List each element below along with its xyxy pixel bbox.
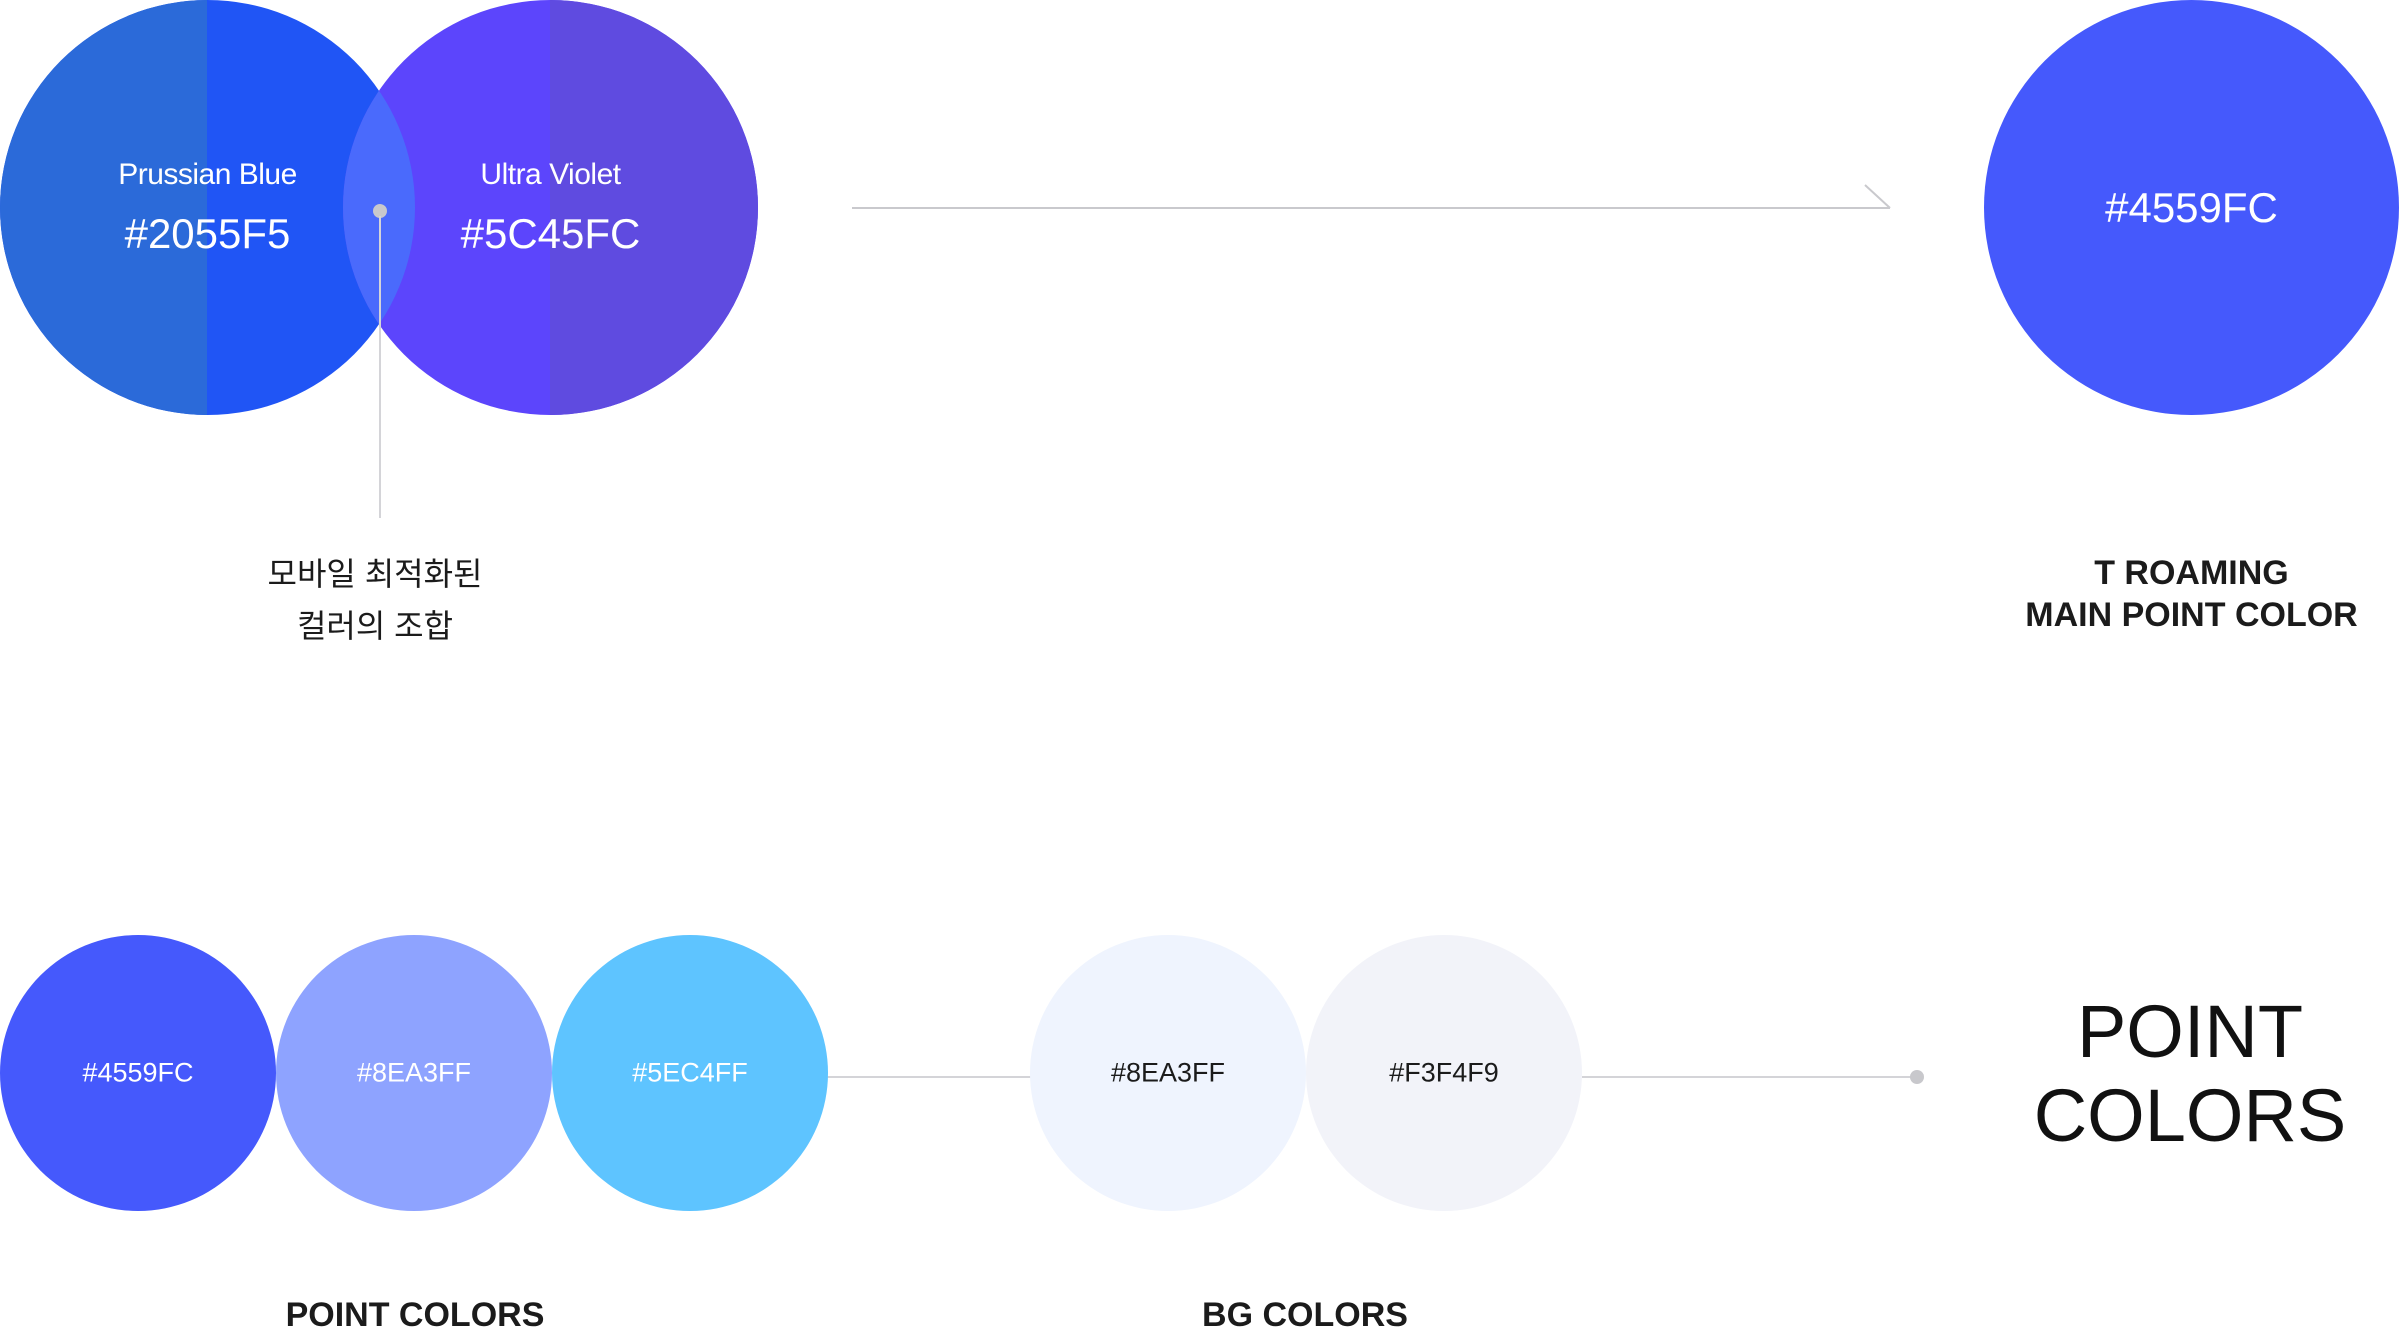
main-point-color-swatch: #4559FC (1984, 0, 2399, 415)
ultra-violet-name: Ultra Violet (480, 158, 621, 191)
bg-colors-caption: BG COLORS (1202, 1296, 1408, 1334)
bg-color-swatch: #F3F4F9 (1306, 935, 1582, 1211)
overlap-marker-dot (373, 204, 387, 218)
main-point-color-hex: #4559FC (2105, 183, 2278, 231)
venn-caption-line1: 모바일 최적화된 (267, 556, 483, 592)
point-color-hex: #8EA3FF (356, 1057, 472, 1088)
bg-color-swatch: #8EA3FF (1030, 935, 1306, 1211)
point-color-swatch: #4559FC (0, 935, 276, 1211)
main-point-caption-line2: MAIN POINT COLOR (2025, 596, 2358, 634)
prussian-blue-hex: #2055F5 (124, 210, 291, 257)
point-color-swatch: #8EA3FF (276, 935, 552, 1211)
main-point-caption: T ROAMING MAIN POINT COLOR (1984, 552, 2399, 636)
overlap-pointer-line (379, 216, 381, 518)
connector-line-1 (826, 1076, 1032, 1078)
arrow-right-icon (852, 184, 1891, 209)
point-color-swatch: #5EC4FF (552, 935, 828, 1211)
bg-color-hex: #F3F4F9 (1389, 1057, 1499, 1088)
ultra-violet-hex: #5C45FC (460, 210, 641, 257)
venn-caption-line2: 컬러의 조합 (296, 608, 454, 644)
section-title: POINT COLORS (1990, 990, 2390, 1158)
point-color-hex: #5EC4FF (632, 1057, 748, 1088)
venn-diagram: Prussian Blue #2055F5 Ultra Violet #5C45… (0, 0, 760, 420)
connector-line-2 (1582, 1076, 1918, 1078)
connector-end-dot (1910, 1070, 1924, 1084)
section-title-line1: POINT (2076, 990, 2304, 1073)
bg-color-hex: #8EA3FF (1110, 1057, 1226, 1088)
section-title-line2: COLORS (2033, 1074, 2347, 1157)
prussian-blue-name: Prussian Blue (118, 158, 297, 191)
venn-caption: 모바일 최적화된 컬러의 조합 (230, 548, 520, 652)
point-color-hex: #4559FC (82, 1057, 194, 1088)
point-colors-caption: POINT COLORS (285, 1296, 545, 1334)
main-point-caption-line1: T ROAMING (2094, 554, 2289, 592)
